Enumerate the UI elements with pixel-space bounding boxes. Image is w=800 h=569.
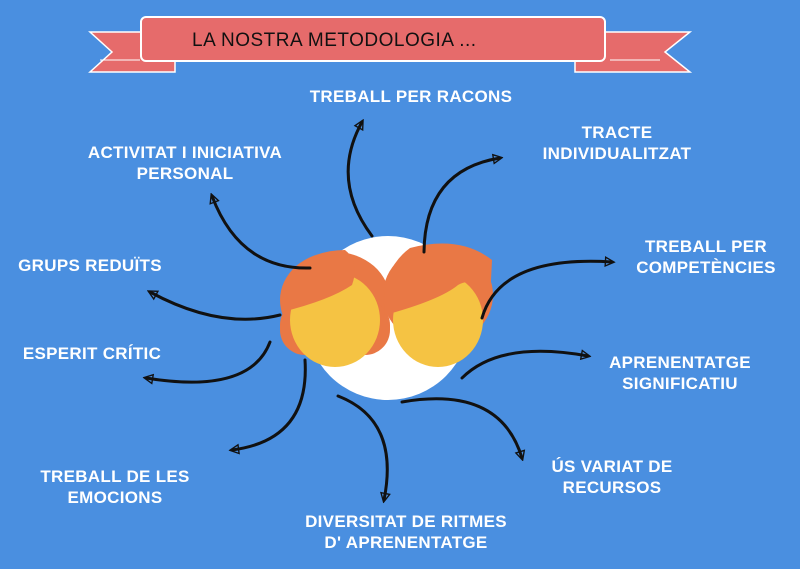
label-line: EMOCIONS xyxy=(67,488,163,507)
label-line: ESPERIT CRÍTIC xyxy=(22,344,162,363)
label-esperit-critic: ESPERIT CRÍTIC xyxy=(23,343,161,364)
label-line: APRENENTATGE xyxy=(609,353,751,372)
label-line: TREBALL PER xyxy=(645,237,767,256)
label-line: TREBALL PER RACONS xyxy=(309,87,513,106)
arrow-recursos xyxy=(400,397,522,458)
arrow-ritmes xyxy=(336,394,387,500)
label-activitat-iniciativa: ACTIVITAT I INICIATIVA PERSONAL xyxy=(88,142,282,184)
label-us-variat-recursos: ÚS VARIAT DE RECURSOS xyxy=(551,456,672,498)
arrow-significatiu xyxy=(460,351,588,380)
label-treball-competencies: TREBALL PER COMPETÈNCIES xyxy=(636,236,776,278)
label-line: INDIVIDUALITZAT xyxy=(542,144,692,163)
arrow-grups xyxy=(150,292,282,321)
person-left-icon xyxy=(280,250,390,367)
label-line: TRACTE xyxy=(581,123,653,142)
label-aprenentatge-significatiu: APRENENTATGE SIGNIFICATIU xyxy=(609,352,751,394)
label-tracte-individualitzat: TRACTE INDIVIDUALITZAT xyxy=(543,122,692,164)
label-treball-per-racons: TREBALL PER RACONS xyxy=(310,86,513,107)
label-line: D' APRENENTATGE xyxy=(324,533,488,552)
label-grups-reduits: GRUPS REDUÏTS xyxy=(18,255,162,276)
title-banner: LA NOSTRA METODOLOGIA ... xyxy=(140,16,606,62)
label-line: RECURSOS xyxy=(562,478,662,497)
label-diversitat-ritmes: DIVERSITAT DE RITMES D' APRENENTATGE xyxy=(305,511,507,553)
page-title: LA NOSTRA METODOLOGIA ... xyxy=(192,30,477,51)
label-line: COMPETÈNCIES xyxy=(636,258,776,277)
label-line: DIVERSITAT DE RITMES xyxy=(305,512,507,531)
label-line: SIGNIFICATIU xyxy=(622,374,738,393)
label-line: GRUPS REDUÏTS xyxy=(18,256,162,275)
label-line: PERSONAL xyxy=(136,164,234,183)
arrow-tracte xyxy=(422,158,500,254)
label-treball-emocions: TREBALL DE LES EMOCIONS xyxy=(40,466,189,508)
label-line: ACTIVITAT I INICIATIVA xyxy=(87,143,283,162)
arrows xyxy=(146,122,612,500)
arrow-competencies xyxy=(480,261,612,320)
arrow-emocions xyxy=(232,358,307,450)
arrow-esperit xyxy=(146,340,272,382)
arrow-racons xyxy=(346,122,374,238)
person-right-icon xyxy=(383,243,493,367)
label-line: ÚS VARIAT DE xyxy=(551,457,673,476)
arrow-activitat xyxy=(212,196,312,270)
label-line: TREBALL DE LES xyxy=(40,467,190,486)
